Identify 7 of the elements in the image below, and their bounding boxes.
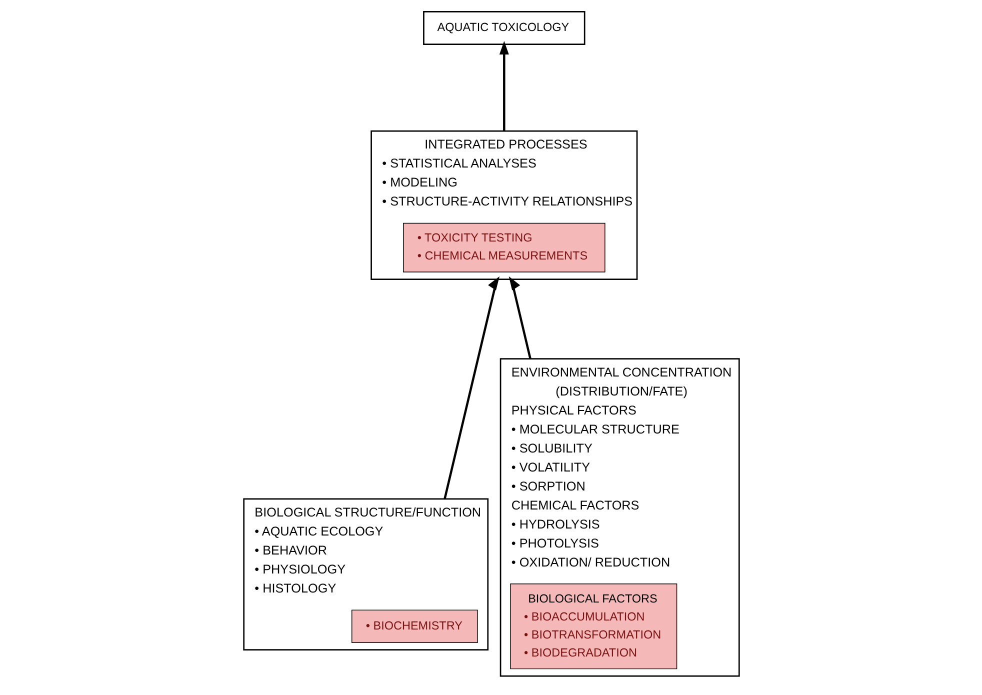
node-box: • BIOCHEMISTRY — [351, 610, 478, 643]
arrow — [498, 40, 508, 132]
arrow — [443, 276, 500, 500]
node-box: • TOXICITY TESTING • CHEMICAL MEASUREMENTS — [402, 222, 605, 272]
arrow — [508, 276, 531, 360]
node-box: AQUATIC TOXICOLOGY — [422, 11, 585, 45]
node-box: BIOLOGICAL FACTORS • BIOACCUMULATION • BIOTRANSFORMATION • BIODEGRADATION — [510, 584, 677, 670]
